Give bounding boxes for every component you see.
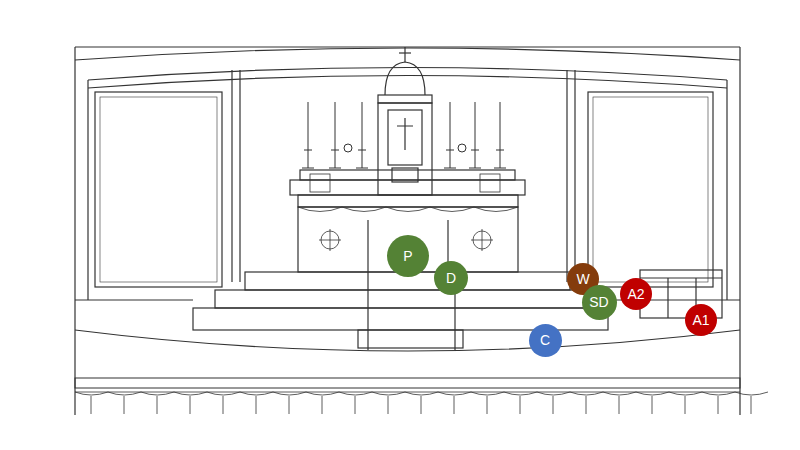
position-marker: D	[434, 261, 468, 295]
role-letter: A1	[692, 313, 709, 327]
position-marker: C	[529, 324, 562, 357]
role-letter: P	[403, 249, 412, 263]
role-letter: C	[540, 333, 550, 347]
role-letter: SD	[589, 295, 608, 309]
position-marker: P	[387, 235, 429, 277]
role-letter: A2	[627, 287, 644, 301]
position-marker: SD	[582, 285, 617, 320]
role-letter: W	[576, 272, 589, 286]
position-marker: A2	[620, 278, 652, 310]
position-marker: A1	[685, 304, 717, 336]
role-letter: D	[446, 271, 456, 285]
